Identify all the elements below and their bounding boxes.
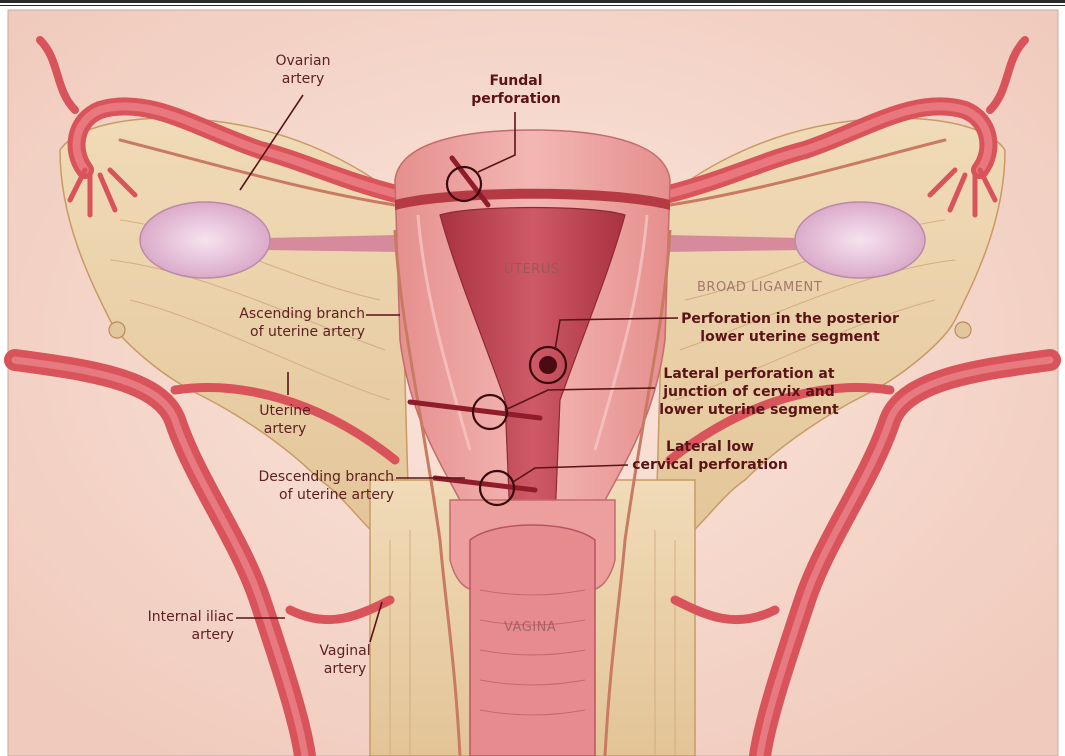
- broad-ligament-label: BROAD LIGAMENT: [697, 280, 822, 295]
- posterior-perforation-label: Perforation in the posterior lower uteri…: [680, 310, 900, 346]
- vagina-label: VAGINA: [504, 620, 556, 635]
- ovarian-artery-line2: artery: [268, 70, 338, 88]
- lateral-junction-line2: junction of cervix and: [654, 383, 844, 401]
- fundal-perforation-label: Fundal perforation: [468, 72, 564, 108]
- vaginal-artery-line2: artery: [310, 660, 380, 678]
- vaginal-artery-label: Vaginal artery: [310, 642, 380, 678]
- descending-branch-line1: Descending branch: [236, 468, 394, 486]
- internal-iliac-label: Internal iliac artery: [126, 608, 234, 644]
- posterior-perforation-mark: [539, 356, 557, 374]
- ovarian-artery-label: Ovarian artery: [268, 52, 338, 88]
- uterine-artery-line1: Uterine: [250, 402, 320, 420]
- fundal-perforation-line2: perforation: [468, 90, 564, 108]
- ascending-branch-line1: Ascending branch: [210, 305, 365, 323]
- internal-iliac-line1: Internal iliac: [126, 608, 234, 626]
- vaginal-artery-line1: Vaginal: [310, 642, 380, 660]
- ascending-branch-label: Ascending branch of uterine artery: [210, 305, 365, 341]
- internal-iliac-line2: artery: [126, 626, 234, 644]
- ovarian-artery-line1: Ovarian: [268, 52, 338, 70]
- lateral-low-cervical-line1: Lateral low: [630, 438, 790, 456]
- lateral-junction-line3: lower uterine segment: [654, 401, 844, 419]
- posterior-perforation-line1: Perforation in the posterior: [680, 310, 900, 328]
- lateral-low-cervical-label: Lateral low cervical perforation: [630, 438, 790, 474]
- posterior-perforation-line2: lower uterine segment: [680, 328, 900, 346]
- fundal-perforation-line1: Fundal: [468, 72, 564, 90]
- lateral-junction-line1: Lateral perforation at: [654, 365, 844, 383]
- uterine-artery-label: Uterine artery: [250, 402, 320, 438]
- lateral-low-cervical-line2: cervical perforation: [630, 456, 790, 474]
- descending-branch-line2: of uterine artery: [236, 486, 394, 504]
- uterine-artery-line2: artery: [250, 420, 320, 438]
- uterus-label: UTERUS: [504, 262, 559, 277]
- ascending-branch-line2: of uterine artery: [210, 323, 365, 341]
- descending-branch-label: Descending branch of uterine artery: [236, 468, 394, 504]
- lateral-junction-perforation-label: Lateral perforation at junction of cervi…: [654, 365, 844, 419]
